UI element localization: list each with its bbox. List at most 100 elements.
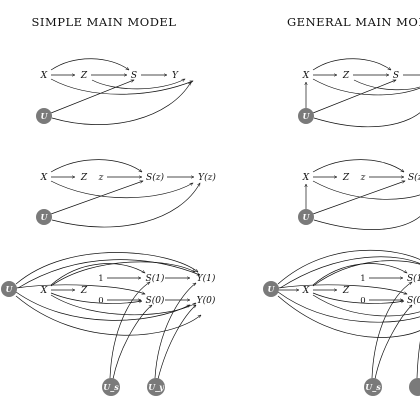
edge-z-y-curve xyxy=(91,78,185,90)
node-z: Z xyxy=(80,173,88,183)
node-uy-circle xyxy=(147,378,165,396)
node-z: Z xyxy=(342,286,350,296)
title-simple-main-model: SIMPLE MAIN MODEL xyxy=(32,15,177,29)
edge-x-s0-curve xyxy=(50,292,142,304)
edge-x-y1-curve xyxy=(312,260,420,287)
edge-x-yz-curve xyxy=(50,180,193,199)
node-lower-z: z xyxy=(98,173,104,183)
node-uy-circle xyxy=(409,378,420,396)
edge-u-y1-outer xyxy=(15,252,198,285)
node-u-label: U xyxy=(6,284,14,294)
node-x: X xyxy=(302,71,310,81)
node-s-of-0: S(0) xyxy=(407,295,420,306)
node-us-circle xyxy=(102,378,120,396)
node-zero: 0 xyxy=(98,296,103,306)
node-y-of-1: Y(1) xyxy=(197,273,216,284)
edge-u-s0 xyxy=(277,284,407,294)
node-x: X xyxy=(302,286,310,296)
edge-x-y0-curve xyxy=(312,294,420,317)
edge-x-sz-curve xyxy=(312,159,404,172)
edge-x-yz-curve xyxy=(312,180,420,200)
simple-model-panel-2: X Z z S(z) Y(z) U xyxy=(36,159,216,228)
simple-model-panel-1: X Z S Y U xyxy=(36,58,193,125)
edge-u-y0-outer xyxy=(277,295,420,338)
edge-z-y-curve xyxy=(353,79,420,91)
node-u-circle xyxy=(298,108,314,124)
node-x: X xyxy=(40,286,48,296)
edge-u-sz xyxy=(50,181,143,215)
node-u-label: U xyxy=(303,111,311,121)
edge-u-sz xyxy=(312,181,405,215)
node-u-circle xyxy=(1,281,17,297)
node-u-label: U xyxy=(41,111,49,121)
node-z: Z xyxy=(342,173,350,183)
node-us-circle xyxy=(364,378,382,396)
node-us-label: U_s xyxy=(103,382,119,392)
edge-u-y1-inner xyxy=(17,259,200,289)
edge-x-y0-curve xyxy=(50,294,196,316)
node-z: Z xyxy=(342,71,350,81)
node-s-of-z: S(z) xyxy=(146,172,164,183)
node-s: S xyxy=(393,71,399,81)
edge-x-s0-curve xyxy=(312,292,404,304)
edge-u-y xyxy=(51,82,192,125)
edge-u-s xyxy=(50,80,134,114)
node-u-label: U xyxy=(268,284,276,294)
edge-us-s1 xyxy=(109,282,150,379)
simple-model-panel-3: U X Z 1 0 S(1) S(0) Y(1) Y(0) U_s U_y xyxy=(1,252,216,396)
node-u-label: U xyxy=(41,212,49,222)
node-zero: 0 xyxy=(360,296,365,306)
edge-x-y1-curve xyxy=(50,261,195,287)
general-model-panel-3: U X Z 1 0 S(1) S(0) U_s xyxy=(263,249,420,396)
edge-u-y xyxy=(313,112,420,128)
node-z: Z xyxy=(80,286,88,296)
node-x: X xyxy=(40,173,48,183)
edge-u-y0-outer xyxy=(15,295,201,336)
edge-x-y-curve xyxy=(50,78,193,95)
node-lower-z: z xyxy=(360,173,366,183)
edge-us-s0 xyxy=(112,305,152,380)
edge-u-s xyxy=(312,80,396,114)
node-u-circle xyxy=(263,281,279,297)
edge-x-sz-curve xyxy=(50,159,142,172)
node-z: Z xyxy=(80,71,88,81)
node-one: 1 xyxy=(98,274,103,284)
edge-x-y-curve xyxy=(312,78,420,96)
node-s-of-z: S(z) xyxy=(408,172,420,183)
edge-u-s0 xyxy=(15,284,145,294)
edge-u-yz xyxy=(51,183,201,228)
edge-x-s-curve xyxy=(50,58,129,70)
node-s: S xyxy=(131,71,137,81)
node-u-circle xyxy=(36,209,52,225)
edge-u-y0 xyxy=(277,291,420,323)
node-x: X xyxy=(302,173,310,183)
edge-uy-y0 xyxy=(157,305,196,380)
edge-uy-y1 xyxy=(154,283,196,379)
node-us-label: U_s xyxy=(365,382,381,392)
node-s-of-0: S(0) xyxy=(146,295,165,306)
edge-u-yz xyxy=(313,216,420,230)
edge-us-s1 xyxy=(371,282,412,379)
node-y: Y xyxy=(172,71,179,81)
node-uy-label: U_y xyxy=(148,382,165,392)
title-general-main-model: GENERAL MAIN MODEL xyxy=(287,15,420,29)
general-model-panel-1: X Z S U xyxy=(298,58,420,128)
edge-x-s1-curve xyxy=(50,263,145,286)
node-s-of-1: S(1) xyxy=(146,273,165,284)
edge-u-y0 xyxy=(15,291,190,321)
node-y-of-z: Y(z) xyxy=(198,172,216,183)
edge-us-s0 xyxy=(374,305,412,380)
node-one: 1 xyxy=(360,274,365,284)
edge-u-y1-inner xyxy=(279,256,420,289)
node-u-circle xyxy=(298,209,314,225)
node-x: X xyxy=(40,71,48,81)
node-s-of-1: S(1) xyxy=(407,273,420,284)
edge-u-y1-outer xyxy=(277,249,420,285)
edge-uy-y xyxy=(416,341,420,379)
general-model-panel-2: X Z z S(z) U xyxy=(298,159,420,230)
node-u-label: U xyxy=(303,212,311,222)
node-u-circle xyxy=(36,108,52,124)
node-y-of-0: Y(0) xyxy=(197,295,216,306)
edge-x-s-curve xyxy=(312,58,391,70)
